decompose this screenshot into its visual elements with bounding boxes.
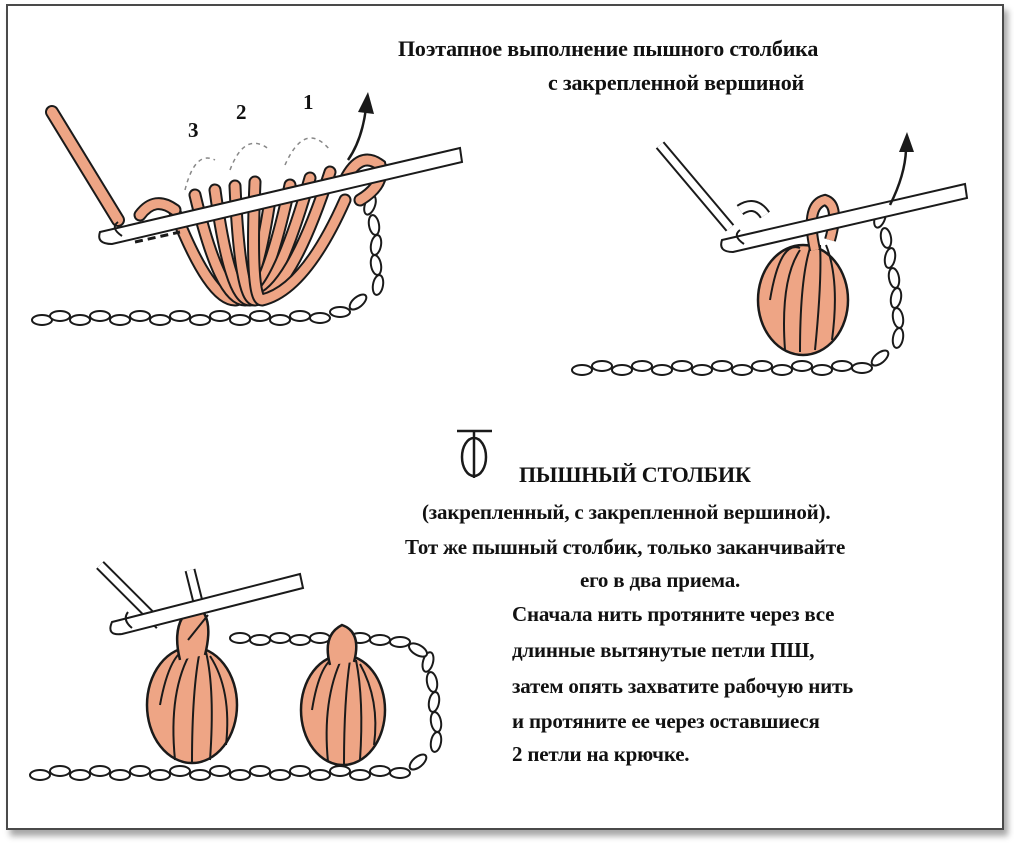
step-number-3: 3	[188, 118, 199, 142]
description-line: Сначала нить протяните через все	[512, 602, 835, 626]
puff-bundle-3a	[145, 603, 239, 765]
step-number-1: 1	[303, 90, 314, 114]
pull-arrow-1	[346, 107, 368, 161]
stitch-name: ПЫШНЫЙ СТОЛБИК	[519, 462, 751, 487]
crochet-hook-3	[109, 572, 305, 636]
pull-arrow-2	[888, 149, 908, 206]
description-line: Тот же пышный столбик, только заканчивай…	[405, 535, 846, 559]
step-2-illustration	[571, 132, 969, 376]
turning-chain-2	[870, 205, 906, 350]
step-arcs-1	[184, 137, 331, 191]
description-line: длинные вытянутые петли ПШ,	[512, 638, 815, 662]
description-line: и протяните ее через оставшиеся	[512, 709, 820, 733]
foundation-chain-1	[31, 290, 370, 326]
step-1-illustration	[31, 92, 464, 326]
step-number-2: 2	[236, 100, 247, 124]
step-3-illustration	[29, 561, 444, 781]
foundation-chain-2	[571, 346, 892, 376]
title-line-1: Поэтапное выполнение пышного столбика	[398, 36, 819, 61]
foundation-chain-3	[29, 750, 430, 781]
turning-chain-1	[360, 192, 386, 297]
description-line: 2 петли на крючке.	[512, 742, 690, 766]
description-line: его в два приема.	[580, 568, 741, 592]
yarn-loops-1	[133, 153, 388, 307]
puff-bundle-3b	[299, 623, 387, 767]
title-line-2: с закрепленной вершиной	[548, 70, 804, 95]
arrow-head-icon	[899, 132, 914, 152]
arrow-head-icon	[358, 92, 374, 114]
stitch-subtitle: (закрепленный, с закрепленной вершиной).	[422, 500, 831, 524]
crochet-hook-2	[720, 182, 969, 254]
description-line: затем опять захватите рабочую нить	[512, 674, 854, 698]
puff-bundle-2	[736, 193, 850, 357]
turning-chain-3	[419, 650, 444, 754]
crochet-hook-1	[98, 146, 464, 246]
puff-stitch-symbol	[457, 429, 492, 478]
